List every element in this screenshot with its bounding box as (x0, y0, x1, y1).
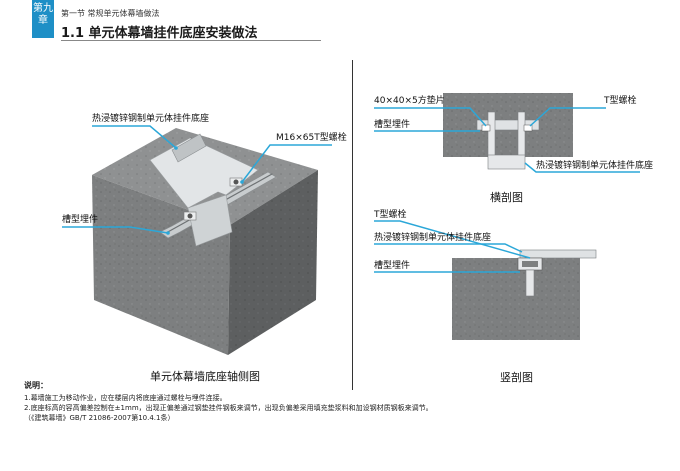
chapter-tab: 第九章 (32, 0, 54, 38)
vertical-section-anchor (525, 269, 535, 297)
label-vs-base: 热浸镀锌钢制单元体挂件底座 (374, 231, 491, 243)
label-cs-base: 热浸镀锌钢制单元体挂件底座 (536, 159, 653, 171)
bolt-nut-2 (187, 213, 193, 219)
cross-section-base-right (517, 111, 526, 158)
vertical-section-concrete (452, 258, 580, 340)
leader-cs-base (524, 162, 640, 173)
leader-tbolt (529, 107, 606, 127)
notes-item-2: 2.底座标高的容高偏差控制在±1mm，出现正偏差通过钢垫挂件钢板来调节，出现负偏… (24, 404, 433, 412)
label-cs-channel: 槽型埋件 (374, 118, 410, 130)
vertical-section-base-plate (519, 249, 597, 259)
base-vertical-leg (187, 194, 233, 247)
leader-pad (374, 107, 487, 127)
cross-section-base-left (487, 111, 496, 158)
section-label: 第一节 常规单元体幕墙做法 (61, 9, 160, 18)
leader-bolt (241, 144, 332, 183)
label-vs-tbolt: T型螺栓 (373, 208, 407, 220)
label-axo-channel: 槽型埋件 (62, 213, 98, 225)
label-cs-pad: 40×40×5方垫片 (374, 94, 445, 106)
vertical-section-view: T型螺栓 热浸镀锌钢制单元体挂件底座 槽型埋件 竖剖图 (373, 208, 597, 384)
concrete-block-right (228, 170, 318, 355)
page-title: 1.1 单元体幕墙挂件底座安装做法 (61, 26, 258, 41)
cross-section-view: 40×40×5方垫片 T型螺栓 槽型埋件 热浸镀锌钢制单元体挂件底座 横剖图 (374, 93, 653, 204)
label-vs-channel: 槽型埋件 (374, 259, 410, 271)
axonometric-view: 热浸镀锌钢制单元体挂件底座 M16×65T型螺栓 槽型埋件 单元体幕墙底座轴侧图 (62, 112, 347, 383)
notes-item-1: 1.幕墙施工为移动作业，应在楼层内将底座通过螺栓与埋件连接。 (24, 394, 227, 402)
caption-axonometric: 单元体幕墙底座轴侧图 (150, 369, 260, 383)
caption-cross-section: 横剖图 (490, 190, 523, 204)
label-axo-bolt: M16×65T型螺栓 (276, 131, 347, 143)
label-cs-tbolt: T型螺栓 (603, 94, 637, 106)
vertical-divider (352, 60, 353, 390)
cross-section-channel (476, 119, 540, 131)
cross-section-base-bottom (487, 154, 526, 170)
notes-item-3: （《建筑幕墙》GB/T 21086-2007第10.4.1条） (24, 414, 175, 422)
leader-base (92, 125, 177, 149)
bolt-nut-1 (233, 179, 239, 185)
leader-vs-tbolt (374, 220, 531, 259)
caption-vertical-section: 竖剖图 (500, 370, 533, 384)
notes-block: 说明： 1.幕墙施工为移动作业，应在楼层内将底座通过螺栓与埋件连接。 2.底座标… (24, 381, 664, 423)
label-axo-base: 热浸镀锌钢制单元体挂件底座 (92, 112, 209, 124)
leader-vs-base (374, 243, 523, 253)
notes-heading: 说明： (24, 381, 48, 390)
base-flange (171, 133, 207, 163)
leader-channel (62, 226, 169, 234)
header-rule (61, 40, 321, 41)
